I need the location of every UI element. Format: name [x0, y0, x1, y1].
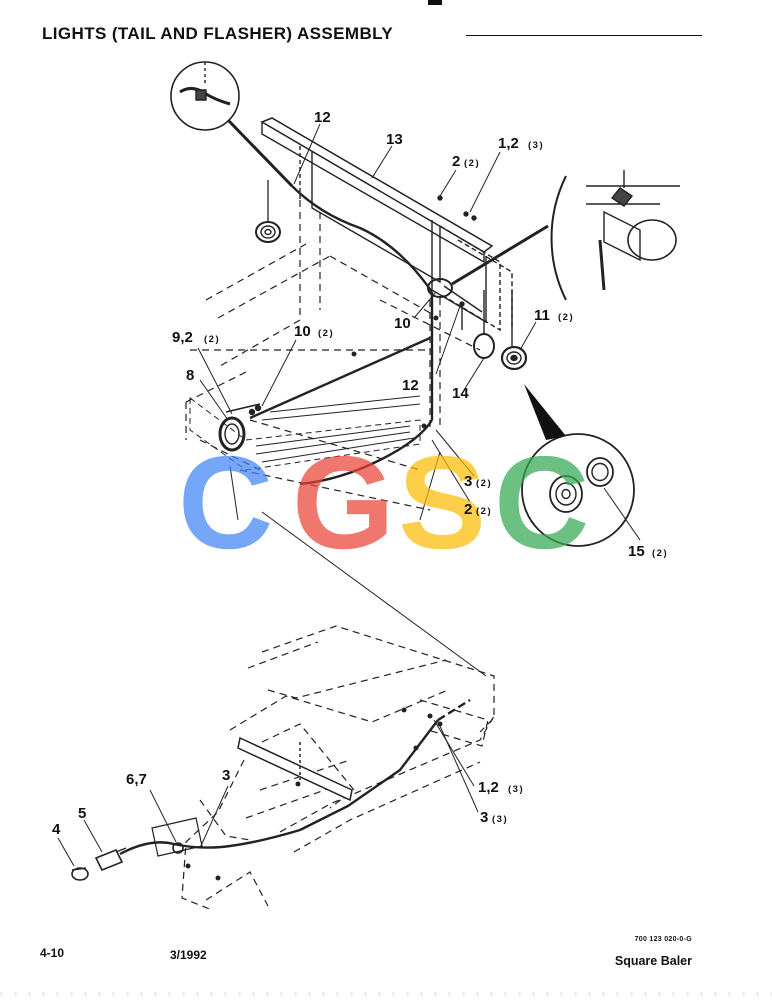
side-lamp-8 [218, 403, 262, 452]
page-top-mark [428, 0, 442, 5]
junction-box [427, 278, 483, 330]
title-rule [466, 35, 702, 36]
product-name: Square Baler [614, 954, 692, 968]
frame-outline-upper [185, 200, 481, 511]
callout-2-top-qty: (2) [464, 158, 480, 169]
callout-12-mid: 12 [402, 377, 419, 394]
page-number: 4-10 [40, 946, 65, 960]
callout-14: 14 [452, 385, 469, 402]
document-code: 700 123 020-0-G [634, 936, 692, 943]
detail-circle-top-left [170, 61, 294, 188]
callout-12-top: 12 [314, 109, 331, 126]
projection-lines [229, 451, 487, 677]
callout-10-2: 10 [294, 323, 311, 340]
callout-1-2-top: 1,2 [498, 135, 519, 152]
callout-5: 5 [78, 805, 86, 822]
tail-lamp-left [255, 180, 281, 243]
callout-9-2-qty: (2) [204, 334, 220, 345]
callout-13: 13 [386, 131, 403, 148]
callout-6-7: 6,7 [126, 771, 147, 788]
tongue-crossbar [237, 736, 353, 802]
callout-3-2: 3 [464, 473, 472, 490]
watermark-cgsc: C G S C [178, 429, 589, 576]
callout-11-qty: (2) [558, 312, 574, 323]
callout-3-2-qty: (2) [476, 478, 492, 489]
detail-circle-top-right [451, 170, 680, 301]
page-title: LIGHTS (TAIL AND FLASHER) ASSEMBLY [42, 24, 394, 43]
lower-wire-harness [119, 698, 471, 856]
callout-3-3: 3 [480, 809, 488, 826]
callout-15-qty: (2) [652, 548, 668, 559]
callout-leaders [57, 123, 641, 867]
callout-2-top: 2 [452, 153, 460, 170]
watermark-letter-c2: C [494, 429, 589, 576]
mounting-bracket-6-7 [151, 817, 203, 857]
callout-10: 10 [394, 315, 411, 332]
scan-artifact [0, 992, 772, 996]
callout-3-3-qty: (3) [492, 814, 508, 825]
fastener-dots [185, 315, 443, 881]
baler-tongue-view [181, 625, 495, 911]
flasher-lamp-11 [500, 290, 528, 371]
wire-harness [249, 185, 434, 486]
callout-4: 4 [52, 821, 61, 838]
callout-1-2-low-qty: (3) [508, 784, 524, 795]
callout-2-2: 2 [464, 501, 472, 518]
callout-3-low: 3 [222, 767, 230, 784]
baler-rear-deck [189, 395, 421, 471]
callout-2-2-qty: (2) [476, 506, 492, 517]
callout-10-2-qty: (2) [318, 328, 334, 339]
callout-labels: 12 13 2 (2) 1,2 (3) 11 (2) 9,2 (2) 10 (2… [52, 109, 668, 838]
callout-8: 8 [186, 367, 194, 384]
detail-circle-lenses [521, 384, 635, 547]
revision-date: 3/1992 [170, 948, 207, 962]
watermark-letter-g: G [292, 429, 395, 576]
callout-1-2-low: 1,2 [478, 779, 499, 796]
callout-9-2: 9,2 [172, 329, 193, 346]
dust-cap-4 [71, 867, 89, 881]
watermark-letter-s: S [398, 429, 486, 576]
watermark-letter-c1: C [178, 429, 273, 576]
callout-15: 15 [628, 543, 645, 560]
callout-11: 11 [534, 307, 550, 324]
callout-1-2-top-qty: (3) [528, 140, 544, 151]
connector-plug-5 [94, 847, 127, 872]
